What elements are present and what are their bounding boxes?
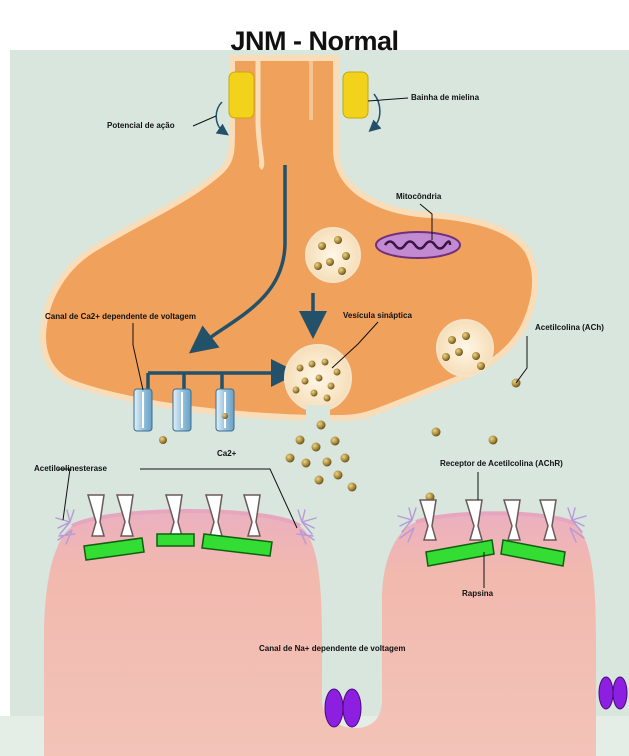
mitochondria <box>376 232 460 258</box>
label-acetylcholinesterase: Acetilcolinesterase <box>34 465 107 473</box>
label-rapsyn: Rapsina <box>462 590 493 598</box>
diagram-title: JNM - Normal <box>0 26 629 57</box>
label-myelin-sheath: Bainha de mielina <box>411 94 479 102</box>
label-na-channel: Canal de Na+ dependente de voltagem <box>259 645 405 653</box>
label-mitochondria: Mitocôndria <box>396 193 441 201</box>
vesicle-upper <box>306 228 360 282</box>
label-acetylcholine: Acetilcolina (ACh) <box>535 324 604 332</box>
label-synaptic-vesicle: Vesícula sináptica <box>343 312 412 320</box>
label-achr: Receptor de Acetilcolina (AChR) <box>440 460 563 468</box>
vesicle-right <box>437 320 493 376</box>
ca-channels <box>134 389 234 431</box>
label-ca-channel: Canal de Ca2+ dependente de voltagem <box>45 313 196 321</box>
label-calcium-ion: Ca2+ <box>217 450 236 458</box>
label-action-potential: Potencial de ação <box>107 122 175 130</box>
